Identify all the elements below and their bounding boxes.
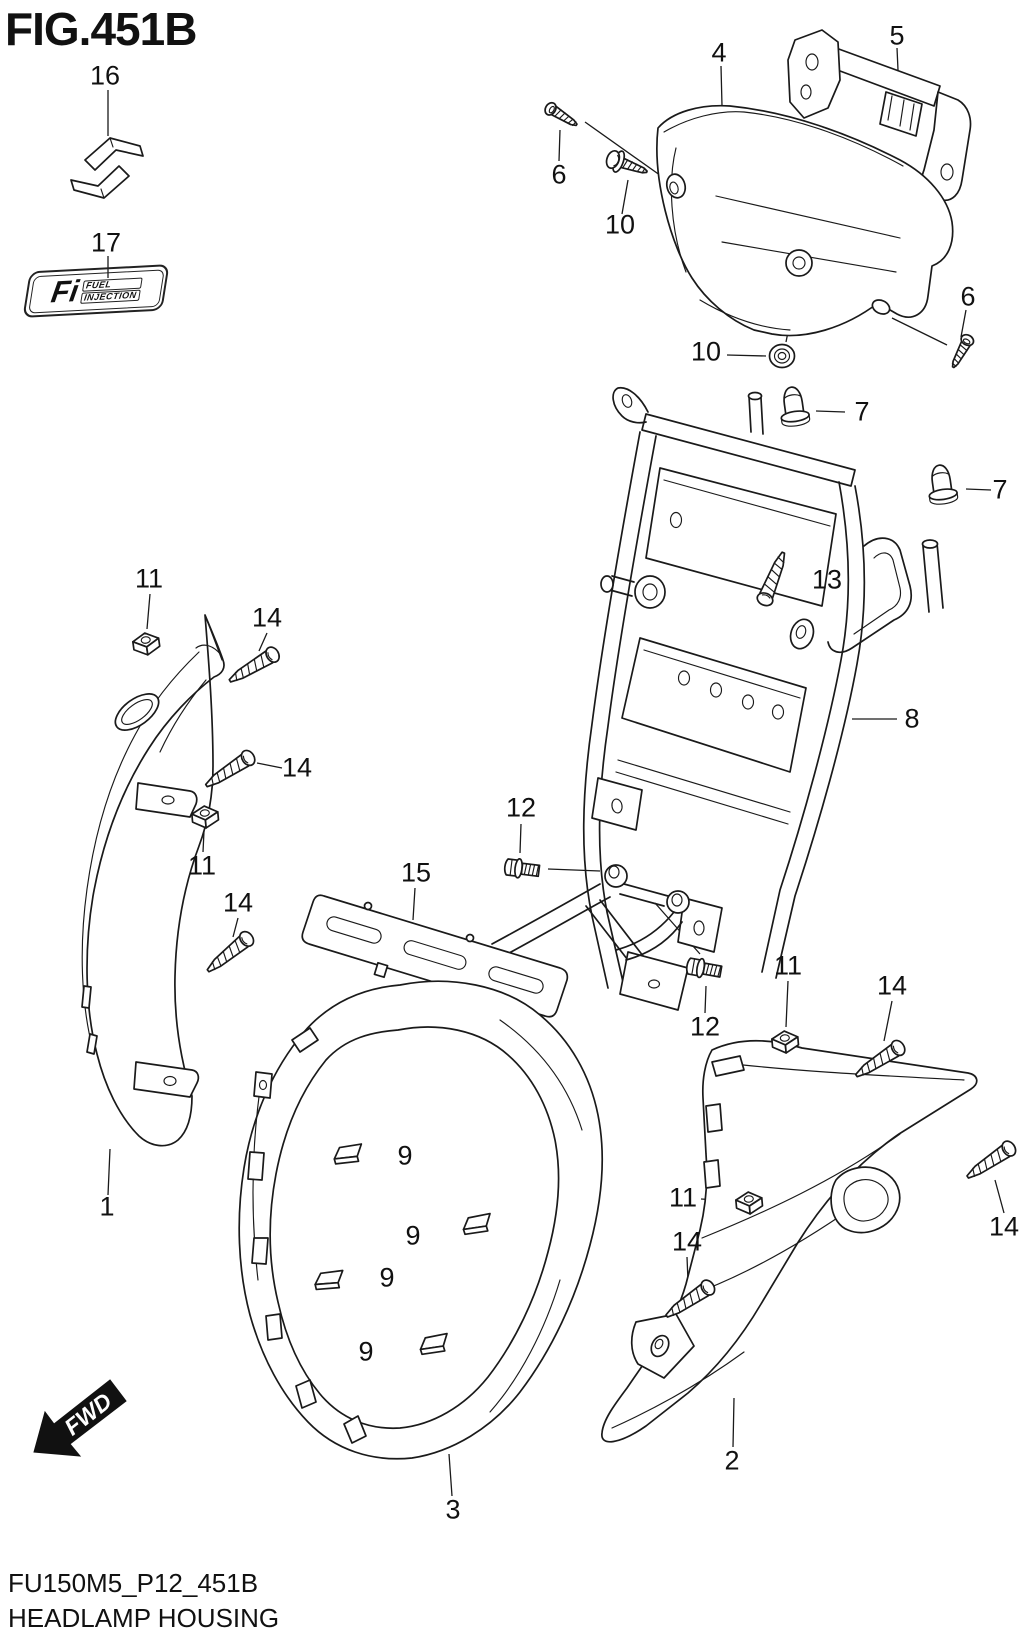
part-callout-9: 9 bbox=[405, 1220, 421, 1251]
suzuki-s-emblem bbox=[70, 137, 144, 199]
part-callout-14: 14 bbox=[876, 970, 908, 1001]
part-callout-14: 14 bbox=[251, 602, 283, 633]
part-4-meter-cover bbox=[656, 104, 954, 337]
part-callout-10: 10 bbox=[604, 209, 636, 240]
part-callout-1: 1 bbox=[99, 1191, 115, 1222]
part-2-cover-rh bbox=[601, 1039, 978, 1443]
part-callout-4: 4 bbox=[711, 37, 727, 68]
footer-figure-name: HEADLAMP HOUSING bbox=[8, 1603, 280, 1633]
part-callout-16: 16 bbox=[89, 60, 121, 91]
figure-title: FIG.451B bbox=[5, 3, 197, 55]
bolt-12b bbox=[684, 955, 724, 982]
bolt-12a bbox=[502, 856, 541, 882]
screw-14f bbox=[962, 1137, 1019, 1185]
part-callout-9: 9 bbox=[379, 1262, 395, 1293]
part-callout-9: 9 bbox=[358, 1336, 374, 1367]
cushion-cap-7a bbox=[776, 384, 812, 429]
part-callout-13: 13 bbox=[811, 564, 843, 595]
part-callout-12: 12 bbox=[505, 792, 537, 823]
screw-14c bbox=[201, 928, 258, 978]
part-callout-14: 14 bbox=[671, 1226, 703, 1257]
part-callout-5: 5 bbox=[889, 20, 905, 51]
part-callout-8: 8 bbox=[904, 703, 920, 734]
part-callout-14: 14 bbox=[281, 752, 313, 783]
screw-6-left bbox=[542, 99, 581, 132]
screw-14a bbox=[224, 643, 283, 689]
part-callout-3: 3 bbox=[445, 1494, 461, 1525]
part-callout-11: 11 bbox=[187, 850, 217, 881]
part-callout-10: 10 bbox=[690, 336, 722, 367]
grommet-10 bbox=[768, 343, 796, 369]
part-3-headlamp-housing bbox=[238, 980, 603, 1460]
part-callout-12: 12 bbox=[689, 1011, 721, 1042]
part-callout-9: 9 bbox=[397, 1140, 413, 1171]
part-callout-15: 15 bbox=[400, 857, 432, 888]
clip-11a bbox=[131, 630, 162, 658]
part-1-cover-lh bbox=[81, 614, 225, 1147]
part-callout-6: 6 bbox=[551, 159, 567, 190]
part-callout-11: 11 bbox=[668, 1182, 698, 1213]
fi-emblem-fi-text: Fi bbox=[48, 274, 81, 310]
part-callout-7: 7 bbox=[854, 396, 870, 427]
part-callout-2: 2 bbox=[724, 1445, 740, 1476]
part-callout-14: 14 bbox=[988, 1211, 1019, 1242]
part-5-meter-bracket bbox=[787, 29, 972, 202]
fi-emblem: Fi FUEL INJECTION bbox=[22, 264, 170, 318]
part-callout-11: 11 bbox=[773, 950, 803, 981]
part-callout-7: 7 bbox=[992, 474, 1008, 505]
fi-emblem-sub-text: FUEL INJECTION bbox=[80, 277, 143, 304]
cushion-cap-7b bbox=[924, 462, 960, 507]
part-callout-6: 6 bbox=[960, 281, 976, 312]
part-8-headlamp-stay bbox=[582, 386, 944, 1011]
part-callout-11: 11 bbox=[134, 563, 164, 594]
footer-part-code: FU150M5_P12_451B bbox=[8, 1568, 259, 1598]
part-callout-14: 14 bbox=[222, 887, 254, 918]
part-callout-17: 17 bbox=[90, 227, 122, 258]
fwd-arrow: FWD bbox=[33, 1379, 127, 1457]
screw-6-right bbox=[946, 331, 977, 371]
